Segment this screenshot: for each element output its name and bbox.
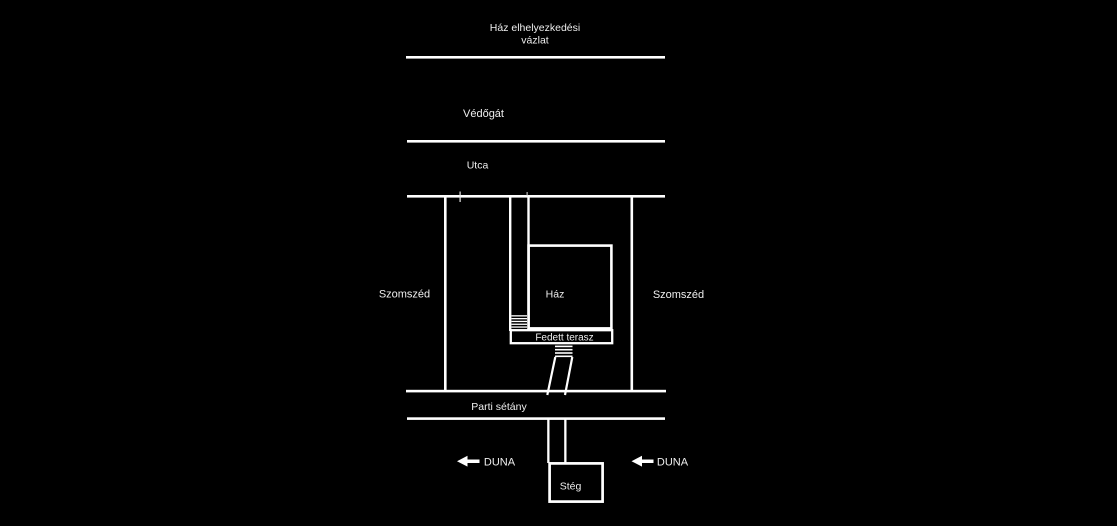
svg-text:DUNA: DUNA xyxy=(657,457,689,469)
svg-text:Utca: Utca xyxy=(467,160,489,172)
svg-text:DUNA: DUNA xyxy=(484,457,516,469)
svg-text:Szomszéd: Szomszéd xyxy=(653,289,704,301)
svg-text:Védőgát: Védőgát xyxy=(463,108,504,120)
svg-text:vázlat: vázlat xyxy=(521,35,549,47)
svg-text:Fedett terasz: Fedett terasz xyxy=(535,332,593,343)
svg-text:Ház elhelyezkedési: Ház elhelyezkedési xyxy=(490,22,580,34)
svg-text:Szomszéd: Szomszéd xyxy=(379,289,430,301)
svg-text:Parti sétány: Parti sétány xyxy=(471,401,527,413)
svg-text:Stég: Stég xyxy=(560,481,582,493)
svg-text:Ház: Ház xyxy=(546,289,565,301)
